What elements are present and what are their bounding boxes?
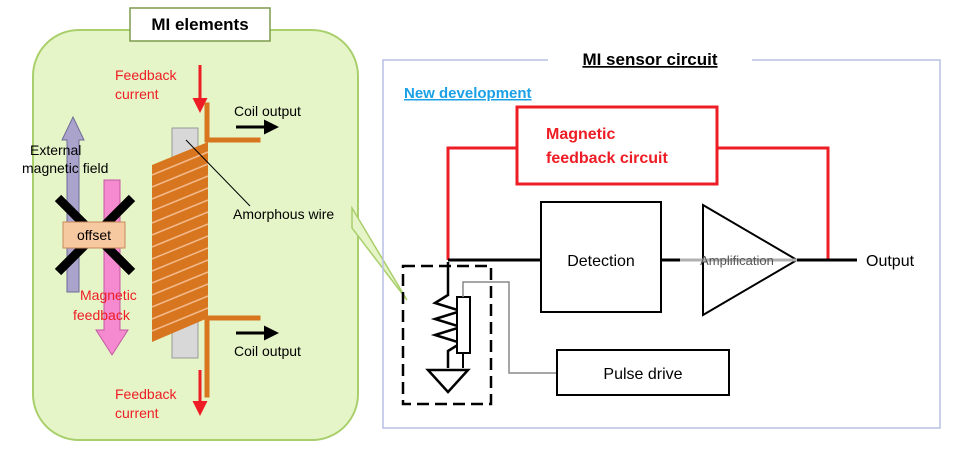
feedback-loop-wires (446, 146, 830, 260)
mi-elements-title: MI elements (151, 15, 248, 34)
detection-box (540, 201, 662, 313)
amorphous-wire-label: Amorphous wire (233, 206, 334, 222)
pulse-drive-wire (462, 281, 557, 374)
feedback-current-bottom-line2: current (115, 405, 159, 421)
mi-elements-panel: MI elements Feedback current External ma… (22, 7, 359, 441)
magnetic-feedback-label-line2: feedback (73, 307, 131, 323)
new-development-label: New development (404, 85, 532, 102)
pulse-drive-box (556, 349, 730, 396)
magnetic-feedback-circuit-line1: Magnetic (546, 126, 615, 143)
coil-output-bottom-label: Coil output (234, 343, 301, 359)
offset-label: offset (77, 227, 111, 243)
feedback-current-bottom-line1: Feedback (115, 386, 177, 402)
inductor-symbol (430, 262, 466, 368)
pulse-drive-label: Pulse drive (603, 366, 682, 383)
feedback-current-top-line2: current (115, 86, 159, 102)
coil-output-top-label: Coil output (234, 103, 301, 119)
coil-leads (204, 102, 261, 398)
magnetic-feedback-circuit-box (515, 105, 719, 186)
offset-box (62, 221, 126, 249)
zoom-callout-wedge (351, 205, 408, 301)
amorphous-wire-pointer (185, 139, 251, 207)
sensor-circuit-title-bg (548, 46, 752, 72)
mi-elements-title-box (129, 7, 271, 42)
external-field-label-line2: magnetic field (22, 160, 108, 176)
resistor-symbol (456, 296, 471, 354)
sensor-circuit-title: MI sensor circuit (582, 50, 717, 69)
external-field-label-line1: External (30, 142, 81, 158)
detection-label: Detection (567, 253, 635, 270)
amplification-label: Amplification (700, 253, 774, 268)
mi-sensor-circuit-panel: MI sensor circuit New development Magnet… (382, 46, 941, 429)
magnetic-feedback-label-line1: Magnetic (80, 287, 137, 303)
magnetic-feedback-circuit-line2: feedback circuit (546, 150, 669, 167)
output-label: Output (866, 253, 915, 270)
feedback-current-top-line1: Feedback (115, 67, 177, 83)
pickup-coil (151, 142, 209, 342)
ground-symbol (425, 368, 471, 394)
